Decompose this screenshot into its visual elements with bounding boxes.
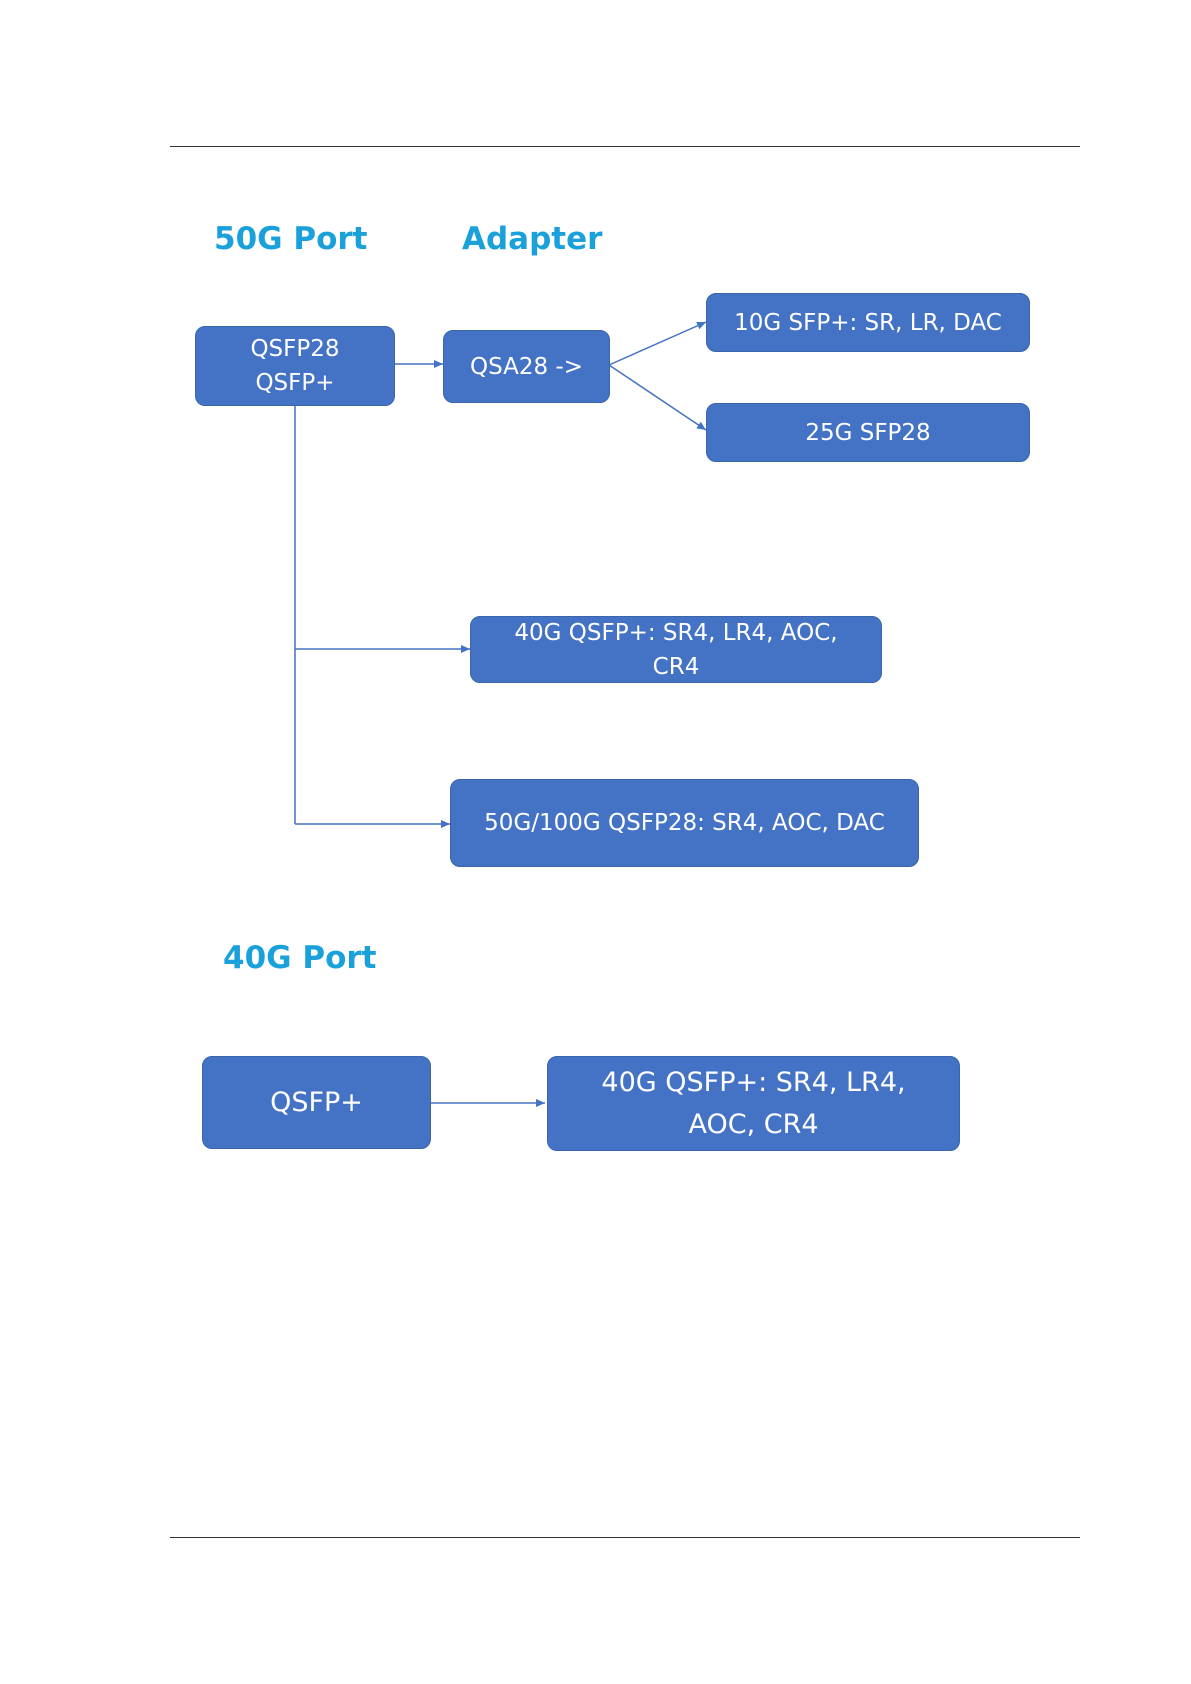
target-50g-100g-qsfp28-label: 50G/100G QSFP28: SR4, AOC, DAC bbox=[484, 806, 885, 840]
target-10g-sfp: 10G SFP+: SR, LR, DAC bbox=[706, 293, 1030, 352]
source-40g: QSFP+ bbox=[202, 1056, 431, 1149]
target-40g-qsfp: 40G QSFP+: SR4, LR4, AOC, CR4 bbox=[470, 616, 882, 683]
source-50g-line1: QSFP28 bbox=[250, 332, 339, 366]
target-40g-port-qsfp-label: 40G QSFP+: SR4, LR4, AOC, CR4 bbox=[598, 1062, 909, 1146]
heading-adapter: Adapter bbox=[462, 219, 602, 259]
target-50g-100g-qsfp28: 50G/100G QSFP28: SR4, AOC, DAC bbox=[450, 779, 919, 867]
adapter-qsa28: QSA28 -> bbox=[443, 330, 610, 403]
target-10g-sfp-label: 10G SFP+: SR, LR, DAC bbox=[734, 306, 1002, 340]
target-25g-sfp28: 25G SFP28 bbox=[706, 403, 1030, 462]
target-40g-qsfp-label: 40G QSFP+: SR4, LR4, AOC, CR4 bbox=[501, 616, 851, 684]
source-40g-label: QSFP+ bbox=[270, 1082, 363, 1124]
source-50g-line2: QSFP+ bbox=[255, 366, 334, 400]
edge-adapter-to-25g bbox=[609, 365, 706, 430]
adapter-qsa28-label: QSA28 -> bbox=[470, 350, 583, 384]
source-50g: QSFP28 QSFP+ bbox=[195, 326, 395, 406]
heading-50g-port: 50G Port bbox=[214, 219, 368, 259]
target-25g-sfp28-label: 25G SFP28 bbox=[805, 416, 930, 450]
edge-adapter-to-10g bbox=[609, 322, 706, 365]
target-40g-port-qsfp: 40G QSFP+: SR4, LR4, AOC, CR4 bbox=[547, 1056, 960, 1151]
heading-40g-port: 40G Port bbox=[223, 938, 377, 978]
